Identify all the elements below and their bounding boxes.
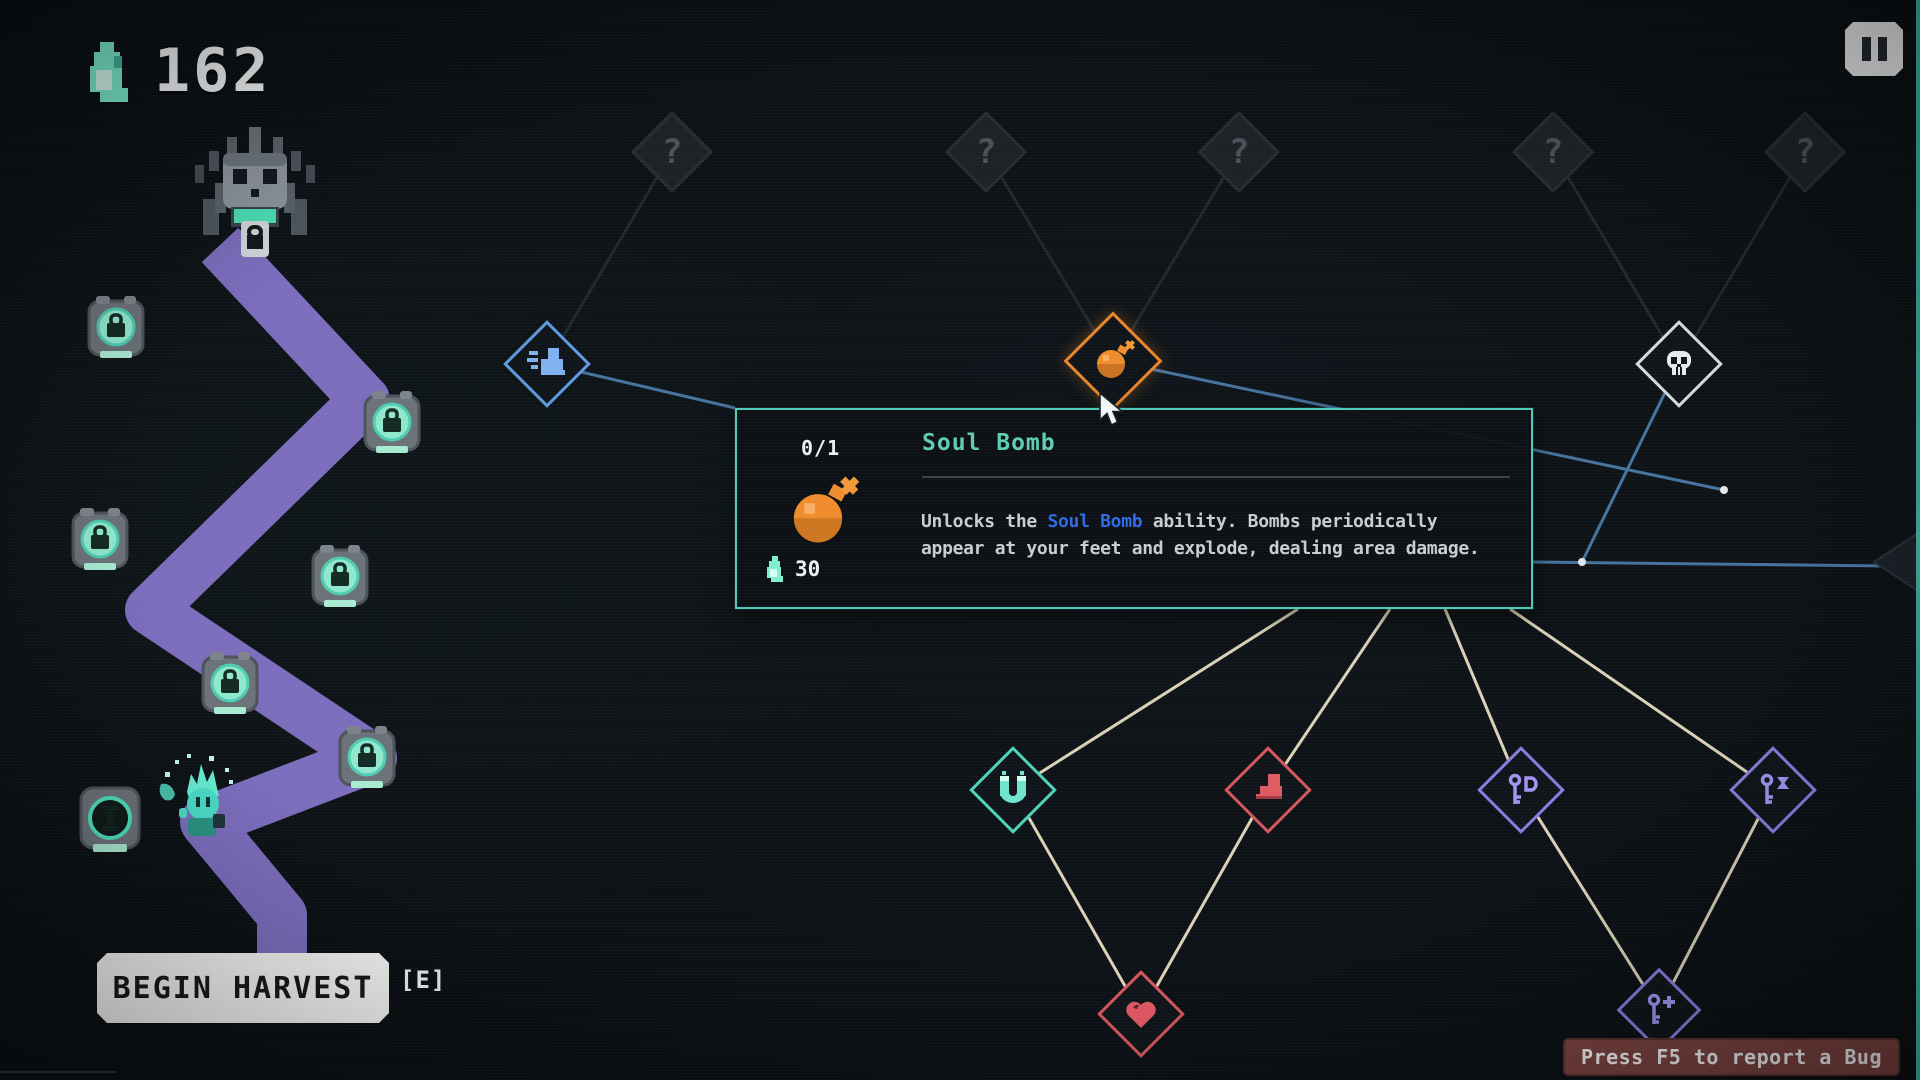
question-mark-icon: ? bbox=[1228, 131, 1250, 172]
speed-boot-icon bbox=[526, 343, 568, 385]
connection-dot bbox=[1720, 486, 1728, 494]
key-hourglass-icon bbox=[1752, 769, 1794, 811]
question-mark-icon: ? bbox=[661, 131, 683, 172]
question-mark-icon: ? bbox=[975, 131, 997, 172]
begin-harvest-hotkey: [E] bbox=[400, 966, 447, 994]
locked-connections bbox=[545, 151, 1807, 365]
player-character bbox=[159, 754, 233, 836]
skill-node-key-plus[interactable] bbox=[1616, 967, 1702, 1053]
key-plus-icon bbox=[1638, 989, 1680, 1031]
pause-button[interactable] bbox=[1845, 22, 1903, 76]
bomb-icon bbox=[783, 470, 860, 554]
harvest-path bbox=[125, 227, 397, 1005]
soul-counter: 162 bbox=[84, 40, 271, 104]
map-node-start bbox=[79, 786, 141, 852]
begin-harvest-button[interactable]: BEGIN HARVEST bbox=[97, 953, 389, 1023]
skill-node-magnet[interactable] bbox=[969, 746, 1057, 834]
boot-icon bbox=[1247, 769, 1289, 811]
skill-title: Soul Bomb bbox=[922, 430, 1056, 456]
skill-rank: 0/1 bbox=[801, 436, 841, 460]
mouse-cursor bbox=[1098, 391, 1126, 432]
connection-dot bbox=[1578, 558, 1586, 566]
key-d-icon bbox=[1500, 769, 1542, 811]
boss-crowned-skull bbox=[195, 127, 315, 257]
skill-node-boots[interactable] bbox=[1224, 746, 1312, 834]
skill-cost-value: 30 bbox=[795, 557, 821, 581]
heart-icon bbox=[1119, 992, 1163, 1036]
soul-count: 162 bbox=[154, 36, 272, 106]
soul-icon bbox=[90, 42, 128, 102]
skill-node-soul-bomb[interactable] bbox=[1063, 311, 1163, 411]
bomb-icon bbox=[1088, 336, 1138, 386]
skull-icon bbox=[1658, 343, 1700, 385]
edge-chevron-icon[interactable] bbox=[1872, 530, 1920, 594]
screen-edge-glow bbox=[1916, 0, 1920, 1080]
skill-node-health[interactable] bbox=[1097, 970, 1185, 1058]
question-mark-icon: ? bbox=[1542, 131, 1564, 172]
pause-icon bbox=[1862, 37, 1871, 61]
skill-description: Unlocks the Soul Bomb ability. Bombs per… bbox=[921, 511, 1480, 559]
skill-node-key-d[interactable] bbox=[1477, 746, 1565, 834]
skill-node-key-hourglass[interactable] bbox=[1729, 746, 1817, 834]
unlock-connections bbox=[1011, 607, 1775, 1015]
tooltip-divider bbox=[922, 476, 1510, 478]
question-mark-icon: ? bbox=[1794, 131, 1816, 172]
skill-cost: 30 bbox=[765, 556, 820, 582]
soul-icon bbox=[767, 556, 783, 582]
skill-tooltip: 0/1 Soul Bomb 30 Unlocks the Soul Bomb a… bbox=[735, 408, 1533, 609]
pause-icon bbox=[1878, 37, 1887, 61]
skill-node-movement-speed[interactable] bbox=[503, 320, 591, 408]
floor-line bbox=[0, 1071, 116, 1073]
skill-node-death[interactable] bbox=[1635, 320, 1723, 408]
ability-link: Soul Bomb bbox=[1047, 511, 1143, 532]
magnet-icon bbox=[992, 769, 1034, 811]
bug-report-banner: Press F5 to report a Bug bbox=[1563, 1038, 1900, 1076]
